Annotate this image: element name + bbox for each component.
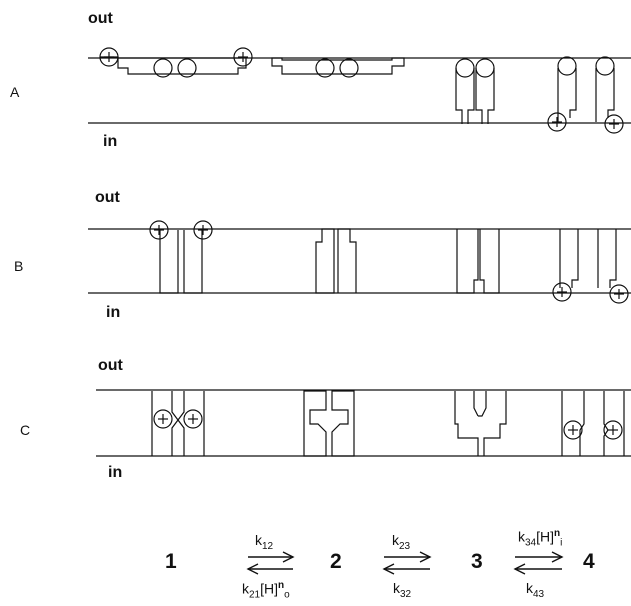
row-b-state-1-ion-left (150, 221, 168, 239)
row-a-in-label: in (103, 133, 117, 151)
row-c-out-label: out (98, 357, 123, 375)
row-a-state-4b (596, 57, 614, 122)
row-c-state-4b-ion (604, 421, 622, 439)
rate-k21-sub: 21 (249, 589, 260, 600)
row-label-a: A (10, 84, 19, 100)
row-label-c: C (20, 422, 30, 438)
row-a-state-4a (558, 57, 576, 122)
state-3: 3 (471, 550, 483, 574)
row-b-state-3 (457, 229, 499, 293)
rate-k12: k12 (255, 532, 273, 552)
row-c-state-1-ion-left (154, 410, 172, 428)
row-a-membrane (88, 58, 631, 123)
rate-k43-sub: 43 (533, 589, 544, 600)
row-c-state-1-ion-right (184, 410, 202, 428)
row-b-state-1-ion-right (194, 221, 212, 239)
row-a-state-4a-ion (548, 113, 566, 131)
rate-k12-k: k (255, 532, 262, 548)
row-a-out-label: out (88, 10, 113, 28)
arrows-1-2 (248, 552, 293, 574)
row-c-state-4a (562, 391, 584, 456)
arrows-2-3 (384, 552, 430, 574)
row-label-b: B (14, 258, 23, 274)
rate-k32: k32 (393, 580, 411, 600)
rate-k12-sub: 12 (262, 541, 273, 552)
rate-k34-k: k (518, 529, 525, 545)
rate-k34-tail: i (560, 537, 562, 548)
rate-k21-conc: [H] (260, 581, 278, 597)
row-c-state-2 (304, 391, 354, 456)
row-b-membrane (88, 229, 631, 293)
state-2: 2 (330, 550, 342, 574)
rate-k34-conc: [H] (536, 529, 554, 545)
rate-k43: k43 (526, 580, 544, 600)
row-a-state-1 (100, 57, 246, 77)
row-a-state-3 (456, 59, 494, 124)
row-b-state-1 (160, 230, 202, 293)
row-b-state-4a-ion (553, 283, 571, 301)
rate-k34-sub: 34 (525, 537, 536, 548)
row-c-state-1 (152, 391, 204, 456)
rate-k23: k23 (392, 532, 410, 552)
row-b-out-label: out (95, 189, 120, 207)
rate-k21-tail: o (284, 589, 290, 600)
rate-k23-sub: 23 (399, 541, 410, 552)
rate-k32-sub: 32 (400, 589, 411, 600)
row-c-state-3 (455, 391, 506, 456)
row-b-state-4b (598, 229, 616, 288)
row-a-state-4b-ion (605, 115, 623, 133)
rate-k34: k34[H]ni (518, 528, 562, 548)
row-b-in-label: in (106, 304, 120, 322)
row-b-state-2 (316, 229, 356, 293)
rate-k21: k21[H]no (242, 580, 290, 600)
rate-k23-k: k (392, 532, 399, 548)
row-a-state-1-ion-right (234, 48, 252, 66)
row-c-state-4a-ion (564, 421, 582, 439)
rate-k21-k: k (242, 581, 249, 597)
arrows-3-4 (515, 552, 562, 574)
rate-k32-k: k (393, 580, 400, 596)
row-b-state-4b-ion (610, 285, 628, 303)
state-4: 4 (583, 550, 595, 574)
state-1: 1 (165, 550, 177, 574)
row-a-state-2 (272, 58, 404, 77)
rate-k43-k: k (526, 580, 533, 596)
row-c-in-label: in (108, 464, 122, 482)
row-b-state-4a (560, 229, 578, 288)
